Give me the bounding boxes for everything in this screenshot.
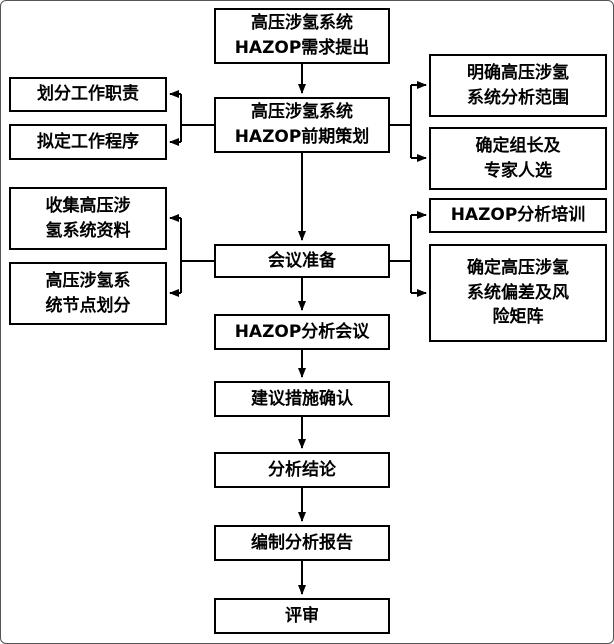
flow-node-requirement: 高压涉氢系统 HAZOP需求提出 xyxy=(214,8,390,64)
flow-node-meeting: HAZOP分析会议 xyxy=(214,314,390,350)
flow-node-procedure: 拟定工作程序 xyxy=(9,124,167,160)
flow-node-collect: 收集高压涉 氢系统资料 xyxy=(9,187,167,250)
flow-node-meeting-prep: 会议准备 xyxy=(214,244,390,278)
flow-node-report: 编制分析报告 xyxy=(214,525,390,561)
flow-node-scope: 明确高压涉氢 系统分析范围 xyxy=(429,54,607,117)
flow-node-duty: 划分工作职责 xyxy=(9,77,167,112)
flow-node-leader: 确定组长及 专家人选 xyxy=(429,127,607,190)
flow-node-node-division: 高压涉氢系 统节点划分 xyxy=(9,262,167,325)
flow-node-deviation: 确定高压涉氢 系统偏差及风 险矩阵 xyxy=(429,244,607,342)
flow-node-training: HAZOP分析培训 xyxy=(429,198,607,233)
flow-node-conclusion: 分析结论 xyxy=(214,452,390,488)
flow-node-review: 评审 xyxy=(214,598,390,634)
flow-node-planning: 高压涉氢系统 HAZOP前期策划 xyxy=(214,97,390,153)
flow-node-measures: 建议措施确认 xyxy=(214,381,390,417)
